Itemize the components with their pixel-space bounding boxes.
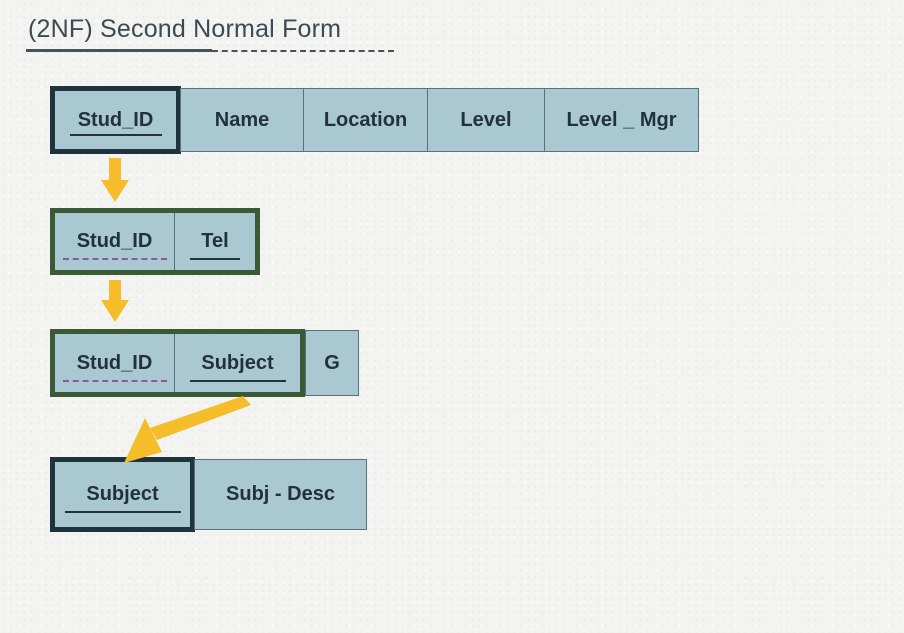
composite-key-group: Stud_ID Subject — [50, 329, 305, 397]
cell-level: Level — [427, 88, 545, 152]
cell-label: Level — [460, 108, 512, 131]
cell-label: Tel — [201, 230, 229, 252]
page-title: (2NF) Second Normal Form — [28, 15, 342, 43]
composite-key-group: Stud_ID Tel — [50, 208, 260, 275]
cell-location: Location — [303, 88, 428, 152]
cell-tel: Tel — [175, 213, 255, 270]
student-table: Stud_ID Name Location Level Level _ Mgr — [50, 86, 699, 154]
cell-subject-key: Subject — [50, 457, 195, 532]
cell-label: Location — [323, 108, 408, 131]
cell-level-mgr: Level _ Mgr — [544, 88, 699, 152]
cell-label: Level _ Mgr — [566, 108, 677, 131]
cell-label: Subj - Desc — [226, 483, 335, 505]
title-underline — [26, 49, 212, 52]
key-underline — [189, 380, 286, 382]
cell-subj-desc: Subj - Desc — [194, 459, 367, 530]
cell-label: Subject — [86, 483, 159, 505]
cell-label: Name — [214, 108, 270, 131]
primary-key-underline — [69, 134, 162, 136]
key-underline — [190, 258, 240, 260]
cell-stud-id-key: Stud_ID — [50, 86, 181, 154]
cell-label: Subject — [201, 351, 274, 374]
arrow-diagonal-icon — [124, 396, 251, 463]
cell-stud-id: Stud_ID — [55, 334, 175, 392]
cell-label: Stud_ID — [76, 351, 153, 374]
arrow-down-icon — [101, 158, 129, 202]
cell-label: Stud_ID — [77, 108, 154, 131]
tel-table: Stud_ID Tel — [50, 208, 260, 275]
cell-stud-id: Stud_ID — [55, 213, 175, 270]
subject-table: Subject Subj - Desc — [50, 457, 367, 532]
cell-subject: Subject — [175, 334, 300, 392]
cell-grade: G — [305, 330, 359, 396]
foreign-key-underline — [62, 258, 167, 260]
arrow-down-icon — [101, 280, 129, 322]
grade-table: Stud_ID Subject G — [50, 329, 359, 397]
cell-label: G — [324, 351, 340, 374]
foreign-key-underline — [62, 380, 167, 382]
cell-name: Name — [180, 88, 304, 152]
title-underline-dashed — [212, 50, 394, 52]
cell-label: Stud_ID — [76, 230, 153, 252]
primary-key-underline — [64, 511, 181, 513]
